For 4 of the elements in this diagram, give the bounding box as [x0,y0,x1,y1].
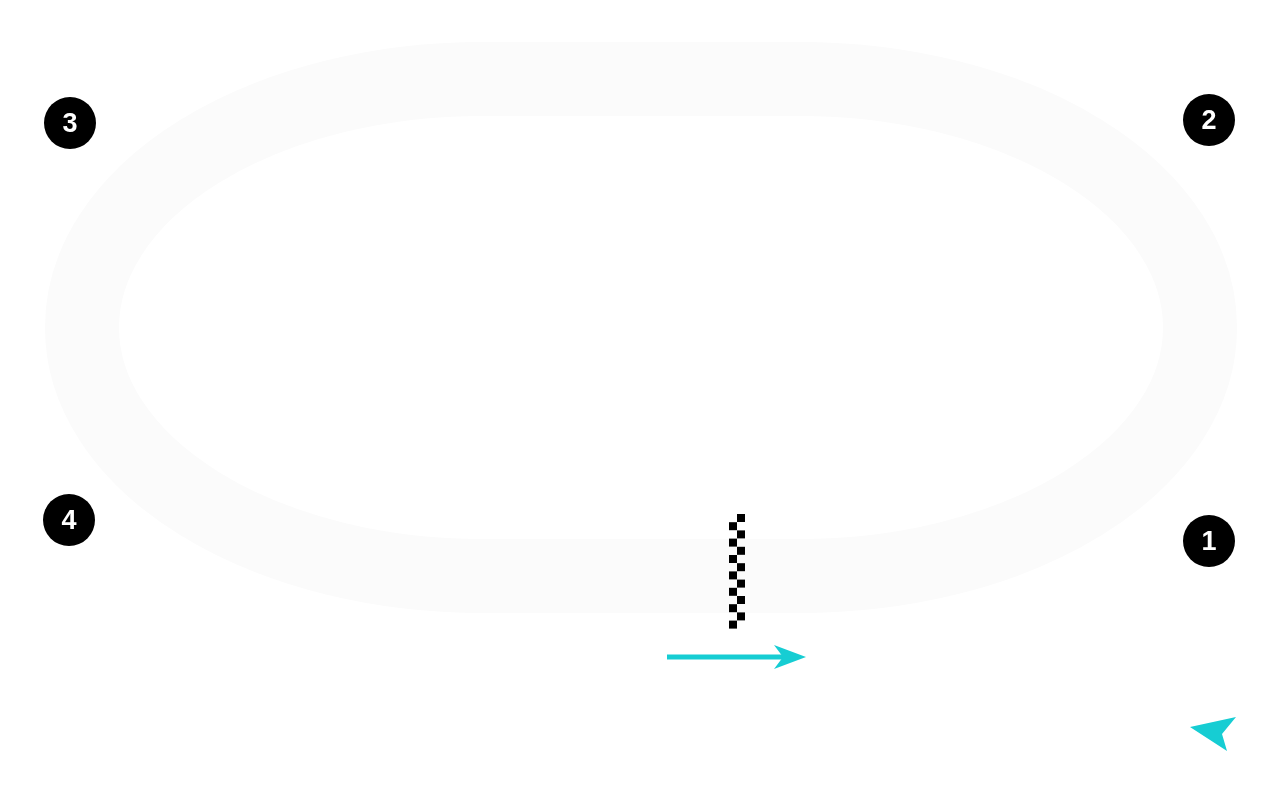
corner-number: 3 [44,97,96,149]
corner-number: 2 [1183,94,1235,146]
corner-number: 4 [43,494,95,546]
corner-number: 1 [1183,515,1235,567]
